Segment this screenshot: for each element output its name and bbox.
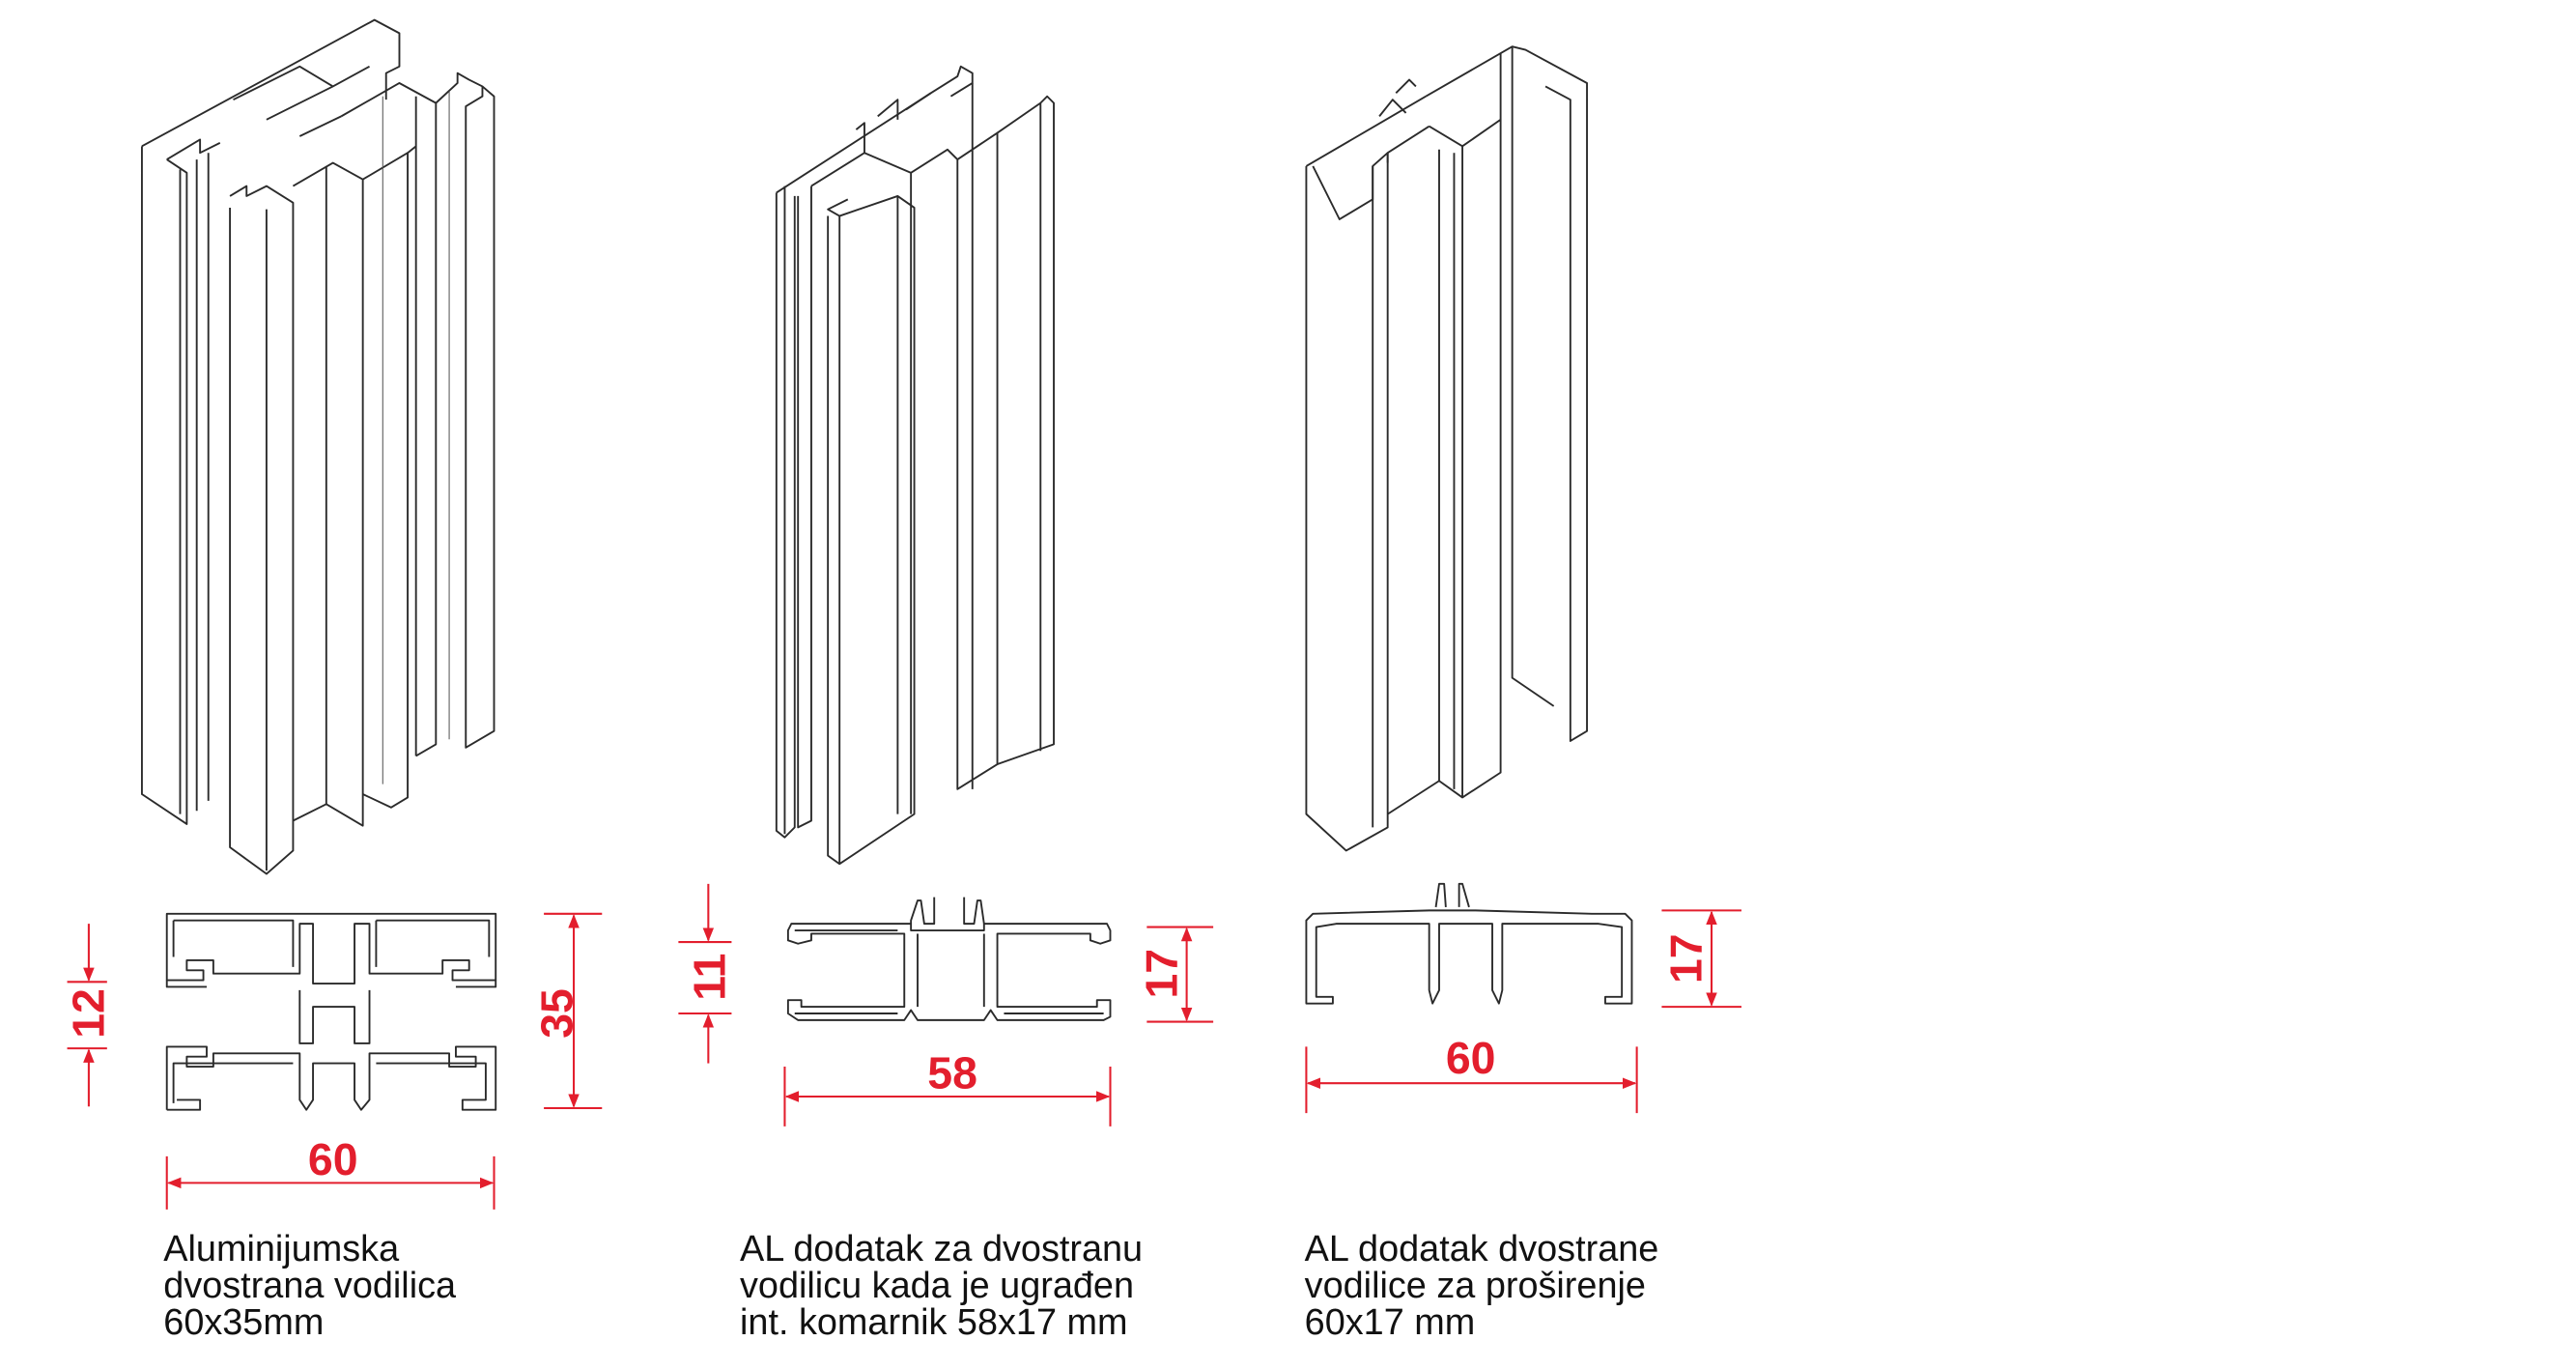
profile-3-height-label: 17 — [1661, 933, 1712, 984]
profile-2-isometric — [775, 65, 1055, 866]
profile-2-dimensions: 58 17 11 — [678, 883, 1214, 1127]
profile-1-caption: Aluminijumska dvostrana vodilica 60x35mm — [163, 1229, 466, 1343]
profile-1-height-label: 35 — [531, 988, 581, 1039]
profile-1-isometric — [140, 18, 495, 875]
profile-1-inner-label: 12 — [63, 988, 113, 1039]
profile-1-cross-section — [165, 912, 497, 1111]
profile-2-inner-label: 11 — [685, 954, 735, 1001]
profile-3-cross-section — [1305, 882, 1633, 1005]
profile-3-isometric — [1305, 45, 1588, 852]
profile-2-width-label: 58 — [927, 1047, 977, 1098]
profile-2-height-label: 17 — [1136, 949, 1186, 999]
profile-1-width-label: 60 — [308, 1134, 358, 1184]
profile-2-cross-section — [786, 897, 1112, 1021]
profile-3-width-label: 60 — [1446, 1033, 1496, 1083]
profile-3-caption: AL dodatak dvostrane vodilice za prošire… — [1305, 1229, 1669, 1343]
profile-2-caption: AL dodatak za dvostranu vodilicu kada je… — [740, 1229, 1153, 1343]
profile-1-dimensions: 60 35 12 — [63, 912, 603, 1210]
profile-3-dimensions: 60 17 — [1305, 909, 1741, 1114]
